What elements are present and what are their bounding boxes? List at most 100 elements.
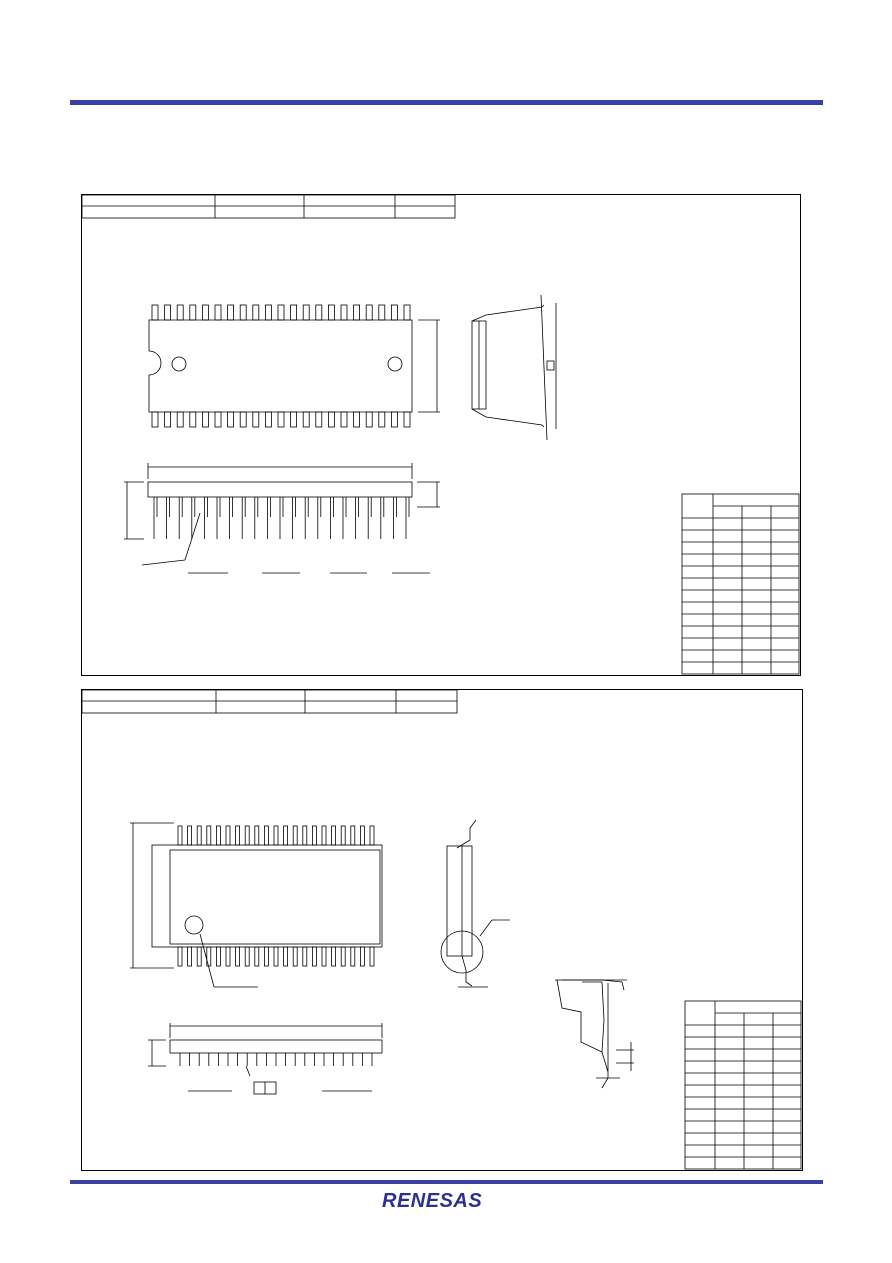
pin — [206, 825, 212, 846]
pin — [215, 946, 221, 967]
pin — [331, 825, 337, 846]
pin — [196, 825, 202, 846]
dip-side-view — [124, 463, 440, 574]
pin — [350, 825, 356, 846]
renesas-logo: RENESAS — [382, 1190, 512, 1212]
pin — [235, 946, 241, 967]
header-rule — [70, 100, 823, 105]
pin — [225, 825, 231, 846]
pin — [263, 825, 269, 846]
pin — [331, 946, 337, 967]
pin — [254, 825, 260, 846]
dimension-table — [681, 493, 800, 675]
pin — [277, 411, 285, 428]
pin — [403, 411, 411, 428]
pin — [378, 304, 386, 321]
pin — [252, 411, 260, 428]
lead-detail-view — [555, 979, 634, 1089]
pin — [215, 825, 221, 846]
pin — [264, 304, 272, 321]
pin — [177, 825, 183, 846]
pin — [327, 304, 335, 321]
dip-top-view — [148, 304, 440, 428]
ssop-top-view — [130, 822, 383, 988]
pin — [176, 411, 184, 428]
title-block — [82, 690, 458, 714]
footer-rule — [70, 1180, 823, 1184]
pin — [315, 411, 323, 428]
pin — [202, 411, 209, 428]
ssop-side-view — [148, 1023, 383, 1095]
pin — [403, 304, 411, 321]
pin — [164, 411, 171, 428]
ssop-drawing-svg — [82, 690, 802, 1170]
pin — [151, 411, 159, 428]
pin — [225, 946, 231, 967]
pin — [353, 304, 361, 321]
pin — [302, 304, 310, 321]
pin — [321, 946, 327, 967]
pin — [254, 946, 260, 967]
pin — [202, 304, 209, 321]
pin — [273, 946, 279, 967]
logo-text: RENESAS — [382, 1190, 483, 1212]
ssop-end-view — [440, 819, 510, 988]
pin — [340, 304, 348, 321]
pin — [302, 411, 310, 428]
pin — [244, 825, 250, 846]
pin — [327, 411, 335, 428]
pin — [311, 946, 317, 967]
pin — [365, 304, 373, 321]
pin — [292, 825, 298, 846]
pin — [177, 946, 183, 967]
pin — [365, 411, 373, 428]
pin — [292, 946, 298, 967]
dip-end-view — [471, 294, 557, 441]
dimension-table — [684, 1000, 802, 1170]
pin — [273, 825, 279, 846]
pin — [340, 825, 346, 846]
pin — [227, 411, 235, 428]
pin — [214, 411, 222, 428]
pin — [390, 304, 398, 321]
pin — [369, 946, 375, 967]
pin — [369, 825, 375, 846]
pin — [302, 946, 308, 967]
dip-drawing-svg — [82, 195, 800, 675]
pin — [176, 304, 184, 321]
pin — [302, 825, 308, 846]
pin — [244, 946, 250, 967]
package-drawing-ssop — [81, 689, 803, 1171]
pin — [263, 946, 269, 967]
pin — [290, 304, 298, 321]
pin — [290, 411, 298, 428]
package-drawing-dip — [81, 194, 801, 676]
pin — [321, 825, 327, 846]
table-frame — [681, 493, 800, 675]
pin — [311, 825, 317, 846]
pin — [359, 825, 365, 846]
pin — [359, 946, 365, 967]
pin — [214, 304, 222, 321]
pin — [277, 304, 285, 321]
pin — [196, 946, 202, 967]
pin — [189, 304, 197, 321]
pin — [340, 946, 346, 967]
pin — [151, 304, 159, 321]
pin — [235, 825, 241, 846]
pin — [390, 411, 398, 428]
pin — [283, 946, 289, 967]
pin — [340, 411, 348, 428]
pin — [264, 411, 272, 428]
pin — [227, 304, 235, 321]
pin — [252, 304, 260, 321]
pin — [239, 304, 247, 321]
pin — [378, 411, 386, 428]
pin — [187, 946, 192, 967]
pin — [164, 304, 171, 321]
pin — [353, 411, 361, 428]
pin — [350, 946, 356, 967]
pin — [283, 825, 289, 846]
pin — [187, 825, 192, 846]
pin — [315, 304, 323, 321]
